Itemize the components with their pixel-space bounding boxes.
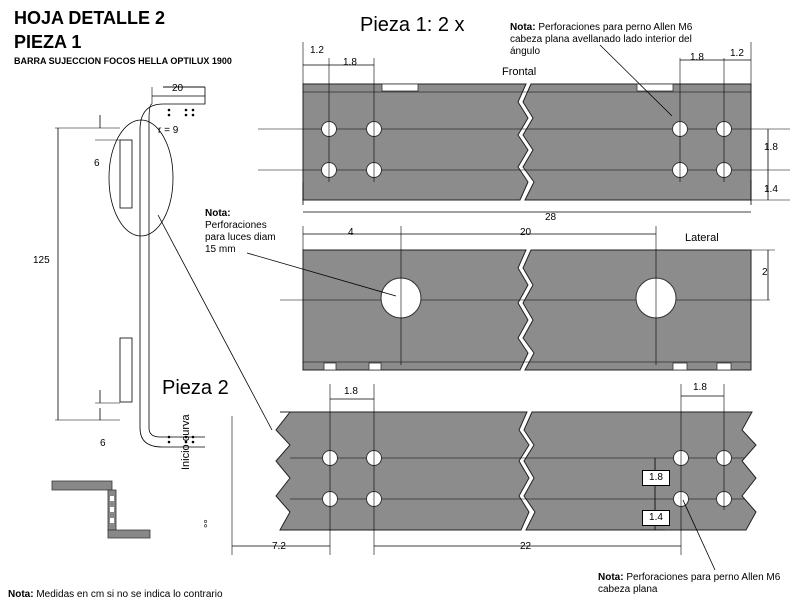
frontal-dimensions <box>302 42 790 213</box>
piece1-bolt-note: Nota: Perforaciones para perno Allen M6 … <box>510 22 720 58</box>
p2-dim-vertical-edge: 1.4 <box>642 510 670 526</box>
lateral-plate <box>246 226 775 371</box>
p2-note-text: Perforaciones para perno Allen M6 cabeza… <box>598 572 781 595</box>
dim-lateral-height: 2 <box>762 267 768 278</box>
frontal-label: Frontal <box>502 66 537 78</box>
lights-note-text: Perforaciones para luces diam 15 mm <box>205 220 276 255</box>
p2-dim-vertical-spacing: 1.8 <box>642 470 670 486</box>
degree-mark: °° <box>203 519 215 528</box>
piece1-title: Pieza 1: 2 x <box>360 14 465 36</box>
dim-lateral-spacing: 20 <box>520 227 532 238</box>
note-bold: Nota: <box>510 22 536 33</box>
dim-top-left-edge: 1.2 <box>310 45 324 56</box>
footer-note: Nota: Medidas en cm si no se indica lo c… <box>8 589 268 601</box>
dim-top-right-spacing: 1.8 <box>690 52 704 63</box>
subtitle: BARRA SUJECCION FOCOS HELLA OPTILUX 1900 <box>14 56 232 66</box>
profile-dim-radius: r = 9 <box>158 125 179 136</box>
note-text: Perforaciones para perno Allen M6 cabeza… <box>510 22 693 57</box>
footer-note-text: Medidas en cm si no se indica lo contrar… <box>33 589 223 600</box>
p2-dim-left-offset: 7.2 <box>272 541 286 552</box>
p2-dim-top-right-spacing: 1.8 <box>693 382 707 393</box>
profile-dim-height: 125 <box>33 255 50 266</box>
lights-note-bold: Nota: <box>205 208 231 219</box>
bracket-sketch <box>51 480 151 539</box>
p2-dim-top-left-spacing: 1.8 <box>344 386 358 397</box>
piece2-bolt-note: Nota: Perforaciones para perno Allen M6 … <box>598 572 794 596</box>
dim-top-left-spacing: 1.8 <box>343 57 357 68</box>
dim-top-right-edge: 1.2 <box>730 48 744 59</box>
title-line-1: HOJA DETALLE 2 <box>14 8 166 28</box>
dim-right-vertical-edge: 1.4 <box>764 184 778 195</box>
profile-view <box>55 86 273 448</box>
title-line-2: PIEZA 1 <box>14 32 82 52</box>
piece2-plate <box>231 384 757 571</box>
frontal-plate <box>302 83 752 205</box>
lights-note: Nota:Perforaciones para luces diam 15 mm <box>205 208 283 256</box>
piece2-title: Pieza 2 <box>162 377 229 399</box>
dim-right-vertical-spacing: 1.8 <box>764 142 778 153</box>
profile-dim-bottom: 6 <box>100 438 106 449</box>
p2-note-bold: Nota: <box>598 572 624 583</box>
dim-lateral-left: 4 <box>348 227 354 238</box>
profile-dim-width: 20 <box>172 83 184 94</box>
lateral-label: Lateral <box>685 232 719 244</box>
curve-start-label: Inicio curva <box>180 414 192 470</box>
p2-dim-hole-spacing: 22 <box>520 541 532 552</box>
profile-dim-top: 6 <box>94 158 100 169</box>
dim-total-length: 28 <box>545 212 557 223</box>
footer-note-bold: Nota: <box>8 589 34 600</box>
